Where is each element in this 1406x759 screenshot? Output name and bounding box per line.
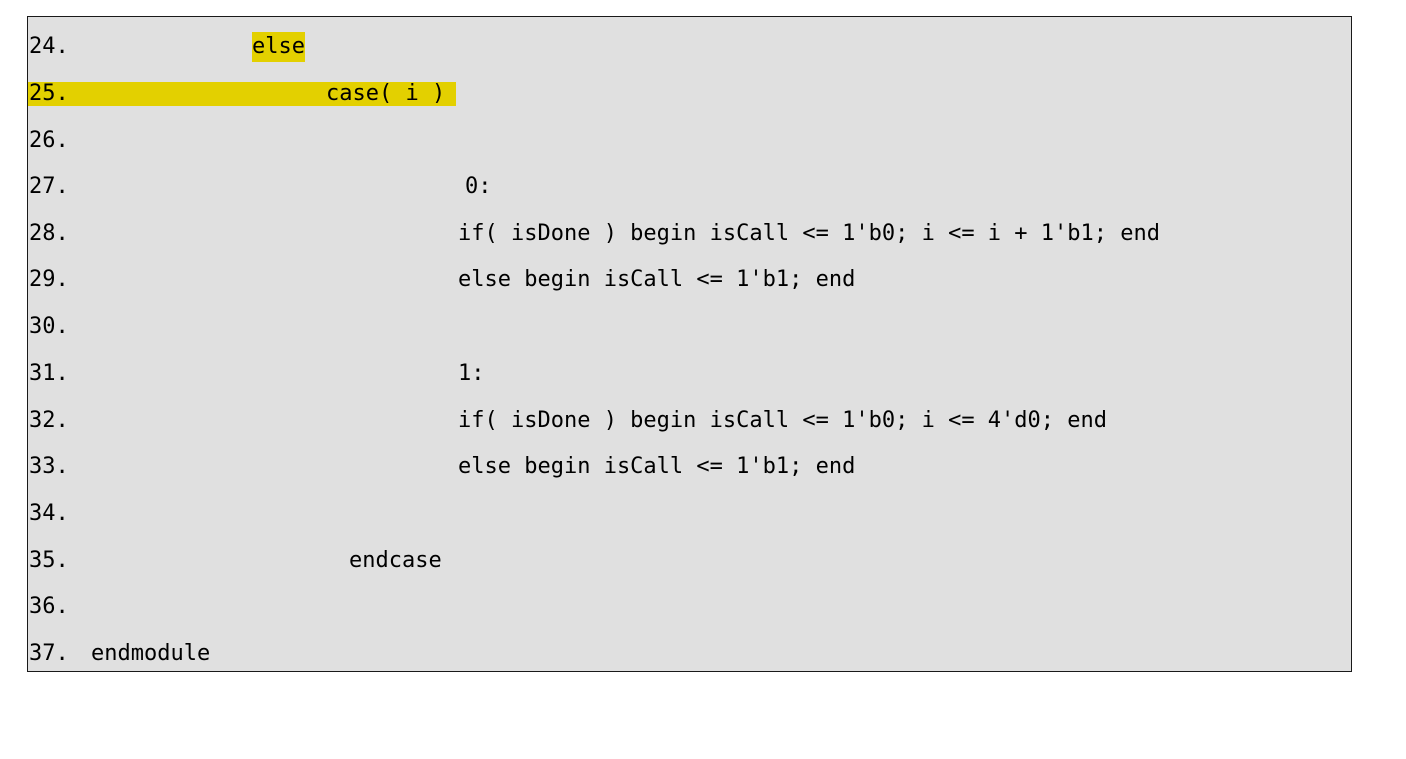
line-number: 30. [29, 314, 69, 339]
code-line-36: 36. [28, 592, 81, 622]
code-line-34: 34. [28, 499, 81, 529]
code-line-30: 30. [28, 312, 81, 342]
code-listing: 24. else 25. case( i ) 26. 27. 0: 28. if… [27, 16, 1352, 672]
line-number: 37. [29, 641, 69, 666]
line-number: 29. [29, 267, 69, 292]
line-number: 36. [29, 594, 69, 619]
code-text: else begin isCall <= 1'b1; end [458, 454, 856, 479]
line-number: 33. [29, 454, 69, 479]
line-number: 32. [29, 408, 69, 433]
code-line-28: 28. if( isDone ) begin isCall <= 1'b0; i… [28, 219, 1160, 249]
code-line-32: 32. if( isDone ) begin isCall <= 1'b0; i… [28, 406, 1107, 436]
code-text: case( i ) [326, 81, 446, 106]
code-line-35: 35. endcase [28, 546, 442, 576]
code-text: if( isDone ) begin isCall <= 1'b0; i <= … [458, 408, 1108, 433]
line-highlight [28, 82, 456, 106]
code-text: 1: [458, 361, 485, 386]
code-line-29: 29. else begin isCall <= 1'b1; end [28, 265, 855, 295]
line-number: 34. [29, 501, 69, 526]
code-line-25: 25. case( i ) [28, 79, 456, 109]
code-text: if( isDone ) begin isCall <= 1'b0; i <= … [458, 221, 1160, 246]
code-text: endcase [349, 548, 442, 573]
code-line-33: 33. else begin isCall <= 1'b1; end [28, 452, 855, 482]
line-number: 27. [29, 174, 69, 199]
line-number: 26. [29, 128, 69, 153]
line-number: 28. [29, 221, 69, 246]
code-line-26: 26. [28, 126, 81, 156]
code-line-27: 27. 0: [28, 172, 492, 202]
line-number: 35. [29, 548, 69, 573]
code-text: else [252, 32, 305, 62]
line-number: 25. [29, 81, 69, 106]
code-text: else begin isCall <= 1'b1; end [458, 267, 856, 292]
code-line-37: 37. endmodule [28, 639, 210, 669]
line-number: 24. [29, 34, 69, 59]
code-text: 0: [465, 174, 492, 199]
line-number: 31. [29, 361, 69, 386]
code-line-31: 31. 1: [28, 359, 485, 389]
code-line-24: 24. else [28, 32, 305, 62]
code-text: endmodule [91, 641, 211, 666]
